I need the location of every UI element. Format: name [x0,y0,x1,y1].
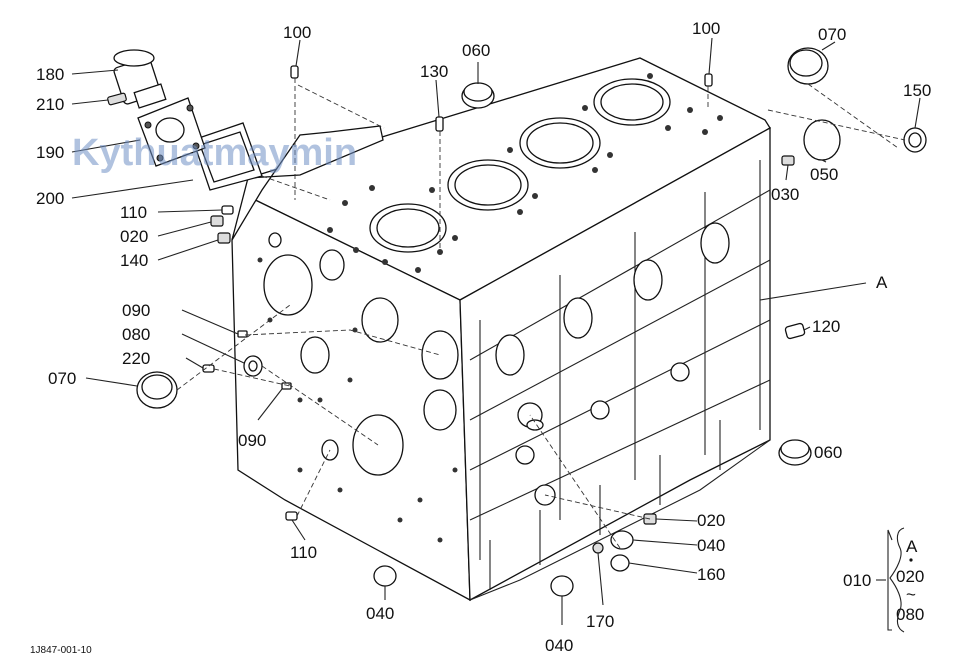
label-220: 220 [122,349,150,368]
legend-tilde: ~ [906,585,916,604]
loose-parts [136,47,927,597]
assembly-legend: 010 A 020 ~ 080 [843,527,924,633]
watermark-text: Kythuatmaymin [72,132,357,174]
legend-top: A [906,537,918,556]
label-110-top: 110 [120,203,147,222]
label-140: 140 [120,251,148,270]
label-100-left: 100 [283,23,311,42]
label-210: 210 [36,95,64,114]
label-A: A [876,273,888,292]
leader-lines [71,37,921,631]
label-060-right: 060 [814,443,842,462]
label-160: 160 [697,565,725,584]
label-020-top: 020 [120,227,148,246]
label-150: 150 [903,81,931,100]
cylinder-block [231,57,771,602]
legend-dot [909,558,913,562]
label-060-top: 060 [462,41,490,60]
label-200: 200 [36,189,64,208]
label-070-left: 070 [48,369,76,388]
label-170: 170 [586,612,614,631]
label-020-bottom: 020 [697,511,725,530]
label-110-bottom: 110 [290,543,317,562]
label-180: 180 [36,65,64,84]
part-labels: 100 100 060 070 130 180 210 190 200 150 … [36,19,931,655]
label-040-bottom-left: 040 [366,604,394,623]
thermostat-assembly [107,49,263,191]
assembly-lines [176,78,906,549]
label-030: 030 [771,185,799,204]
label-070-top: 070 [818,25,846,44]
label-190: 190 [36,143,64,162]
legend-mid: 020 [896,567,924,586]
label-090-top: 090 [122,301,150,320]
label-100-right: 100 [692,19,720,38]
label-090-bottom: 090 [238,431,266,450]
label-040-right: 040 [697,536,725,555]
legend-bottom: 080 [896,605,924,624]
label-040-bottom: 040 [545,636,573,655]
drawing-code: 1J847-001-10 [30,645,92,656]
label-120: 120 [812,317,840,336]
label-130: 130 [420,62,448,81]
label-080: 080 [122,325,150,344]
legend-ref: 010 [843,571,871,590]
label-050: 050 [810,165,838,184]
